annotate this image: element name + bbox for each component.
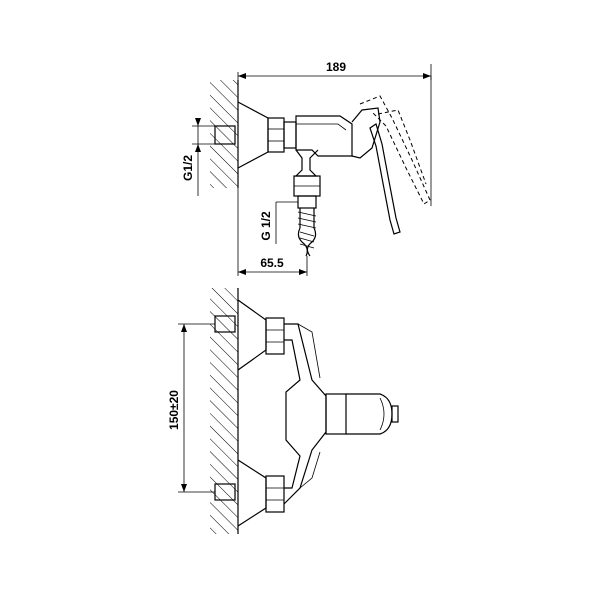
front-handle-cap [391,405,399,423]
dim-overall-width-label: 189 [326,60,346,74]
side-cartridge [351,107,381,159]
dim-thread-inlet: G1/2 [181,118,215,196]
side-connector [283,121,297,149]
front-view: 150±20 [167,288,399,534]
side-inlet-stub [214,125,236,145]
dim-thread-outlet: G 1/2 [259,201,298,244]
front-lower-escutcheon [237,459,267,527]
front-lower-nut [265,475,285,513]
dim-wall-to-outlet: 65.5 [237,188,308,276]
side-diverter [294,149,319,177]
dim-thread-outlet-label: G 1/2 [259,211,273,241]
front-view-wall-hatch [210,288,238,534]
side-hose [297,208,317,257]
front-cartridge [325,393,347,435]
side-view-wall-hatch [210,80,238,188]
side-hex-nut [267,117,285,153]
front-handle [346,393,393,435]
dim-thread-inlet-label: G1/2 [181,155,195,181]
side-view: 189 G1/2 G 1/2 65.5 [181,60,432,276]
side-lever-solid [369,123,401,235]
front-body [283,323,327,505]
front-upper-escutcheon [237,299,267,371]
dim-inlet-spacing-label: 150±20 [167,390,181,430]
side-lever-dashed [359,95,431,205]
side-escutcheon [237,101,269,169]
side-body [295,115,353,157]
dim-inlet-spacing: 150±20 [167,323,215,493]
front-upper-nut [265,317,285,355]
dim-overall-width: 189 [237,60,432,206]
dim-wall-to-outlet-label: 65.5 [260,256,284,270]
